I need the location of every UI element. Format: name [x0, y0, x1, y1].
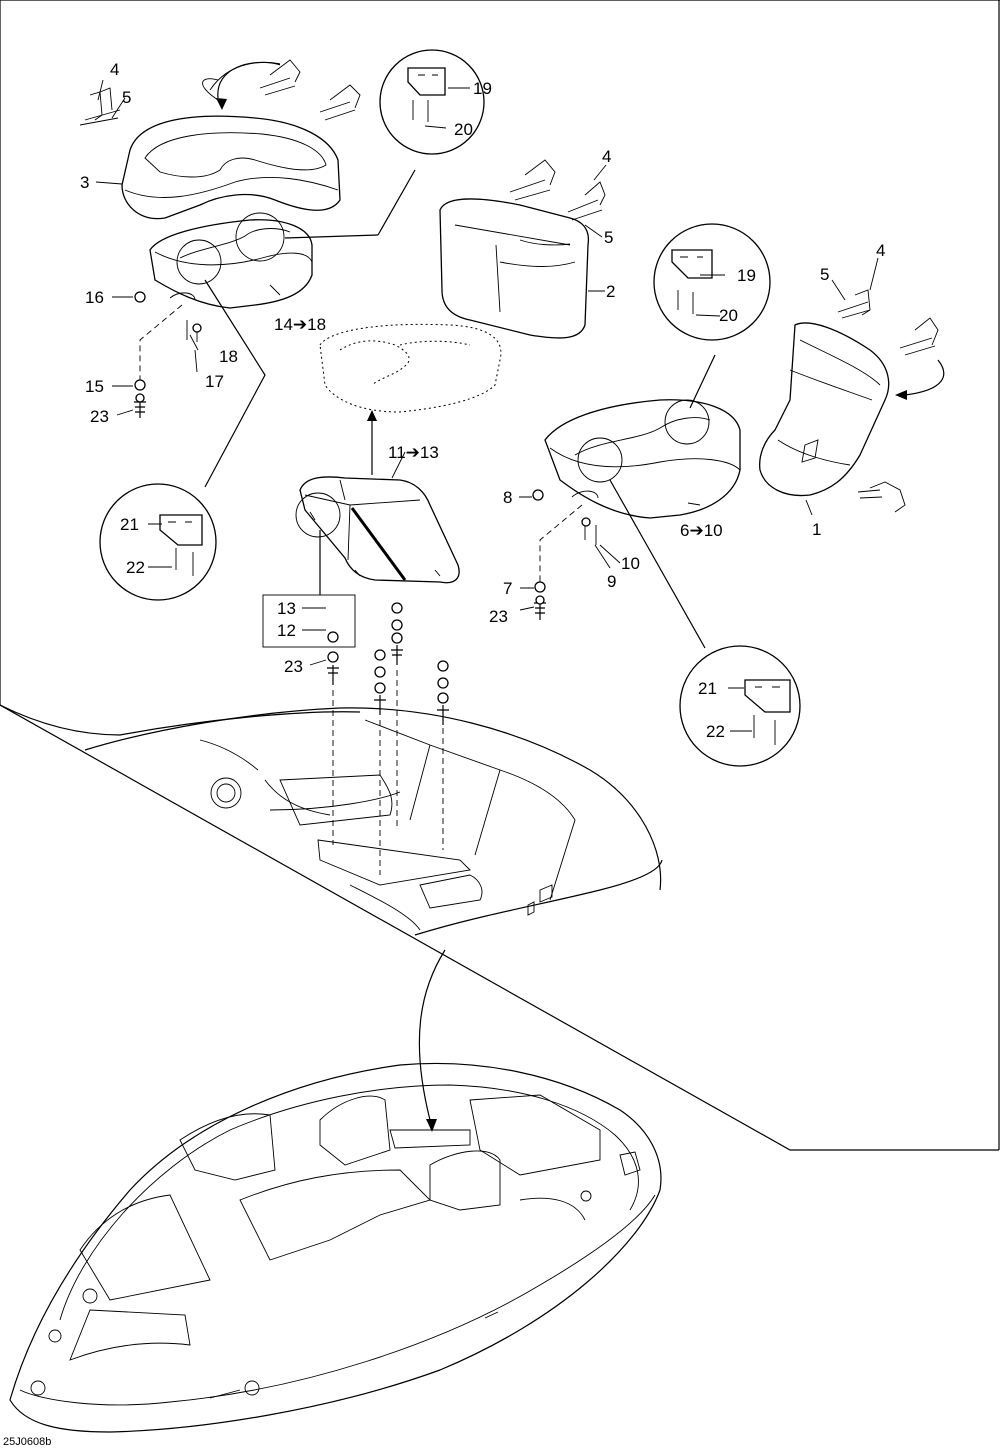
- seat-cushion-6-10: [544, 399, 741, 519]
- frame-lines: [0, 0, 1000, 1151]
- label-9: 9: [607, 572, 616, 591]
- detail-circle-top: [235, 49, 485, 262]
- label-20b: 20: [719, 306, 738, 325]
- label-18: 18: [219, 347, 238, 366]
- seat-backrest-1: [759, 322, 890, 497]
- label-13: 13: [277, 599, 296, 618]
- label-22b: 22: [706, 722, 725, 741]
- label-8: 8: [503, 488, 512, 507]
- label-10: 10: [621, 554, 640, 573]
- boat-overview: [9, 1062, 662, 1433]
- label-1: 1: [812, 520, 821, 539]
- label-11-13: 11➔13: [388, 443, 439, 462]
- leader-lines: [95, 79, 879, 732]
- fasteners: [134, 291, 599, 875]
- label-17: 17: [205, 372, 224, 391]
- label-4c: 4: [876, 241, 885, 260]
- hull-pointer-arrow: [418, 949, 446, 1132]
- label-12: 12: [277, 621, 296, 640]
- label-23a: 23: [90, 407, 109, 426]
- label-21a: 21: [120, 515, 139, 534]
- label-16: 16: [85, 288, 104, 307]
- storage-box-11-13: [299, 476, 460, 584]
- label-23c: 23: [284, 657, 303, 676]
- label-2: 2: [606, 282, 615, 301]
- label-7: 7: [503, 579, 512, 598]
- seat-backrest-3: [121, 115, 341, 220]
- label-15: 15: [85, 377, 104, 396]
- detail-circle-left-bottom: [99, 239, 266, 601]
- label-14-18: 14➔18: [274, 315, 326, 334]
- label-5a: 5: [122, 88, 131, 107]
- label-23b: 23: [489, 607, 508, 626]
- label-4b: 4: [602, 147, 611, 166]
- label-5b: 5: [604, 228, 613, 247]
- hull-closeup: [0, 704, 663, 936]
- lift-arrow: [367, 410, 377, 475]
- label-19b: 19: [737, 266, 756, 285]
- label-4a: 4: [110, 60, 119, 79]
- label-19a: 19: [473, 79, 492, 98]
- detail-link-box: [262, 492, 356, 648]
- label-20a: 20: [454, 120, 473, 139]
- seat-backrest-2: [439, 198, 590, 339]
- label-21b: 21: [698, 679, 717, 698]
- label-5c: 5: [820, 265, 829, 284]
- label-6-10: 6➔10: [680, 521, 723, 540]
- cushion-outline-dotted: [319, 323, 502, 413]
- clip-hardware: [79, 59, 945, 513]
- label-22a: 22: [126, 558, 145, 577]
- detail-circle-right-top: [653, 223, 771, 445]
- detail-circle-right-bottom: [577, 437, 801, 767]
- label-3: 3: [80, 173, 89, 192]
- callout-labels: 1 2 3 4 4 4 5 5 5 6➔10 7 8 9 10 11➔13 12…: [80, 60, 885, 741]
- figure-code: 25J0608b: [3, 1436, 51, 1448]
